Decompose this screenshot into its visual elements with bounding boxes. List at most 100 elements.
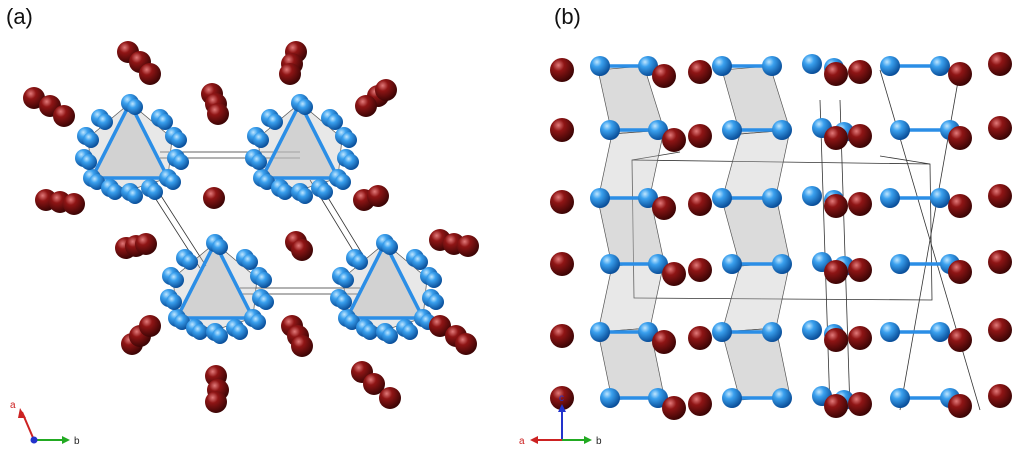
- red-atom: [848, 192, 872, 216]
- red-atom: [988, 116, 1012, 140]
- red-atom: [824, 194, 848, 218]
- blue-atom: [277, 184, 293, 200]
- blue-atom: [600, 388, 620, 408]
- atoms-a: [23, 41, 479, 413]
- blue-atom: [762, 188, 782, 208]
- blue-atom: [638, 322, 658, 342]
- red-atom: [688, 60, 712, 84]
- blue-atom: [722, 120, 742, 140]
- red-atom: [948, 328, 972, 352]
- red-atom: [662, 262, 686, 286]
- blue-atom: [648, 254, 668, 274]
- axis-c-point: [30, 436, 38, 444]
- red-atom: [367, 185, 389, 207]
- coordination-polyhedron: [721, 129, 791, 201]
- blue-atom: [97, 114, 113, 130]
- panel-a-label: (a): [6, 4, 33, 29]
- red-atom: [291, 239, 313, 261]
- blue-atom: [930, 322, 950, 342]
- red-atom: [848, 124, 872, 148]
- red-atom: [139, 315, 161, 337]
- blue-atom: [722, 254, 742, 274]
- blue-atom: [212, 328, 228, 344]
- red-atom: [662, 396, 686, 420]
- red-atom: [948, 260, 972, 284]
- blue-atom: [212, 239, 228, 255]
- axis-a-arrowhead: [18, 408, 26, 418]
- bond: [175, 242, 217, 319]
- blue-atom: [600, 120, 620, 140]
- red-atom: [948, 126, 972, 150]
- blue-atom: [712, 188, 732, 208]
- blue-atom: [712, 56, 732, 76]
- blue-atom: [638, 56, 658, 76]
- blue-atom: [352, 254, 368, 270]
- red-atom: [824, 126, 848, 150]
- blue-atom: [648, 388, 668, 408]
- blue-atom: [192, 324, 208, 340]
- blue-atom: [89, 174, 105, 190]
- red-atom: [550, 58, 574, 82]
- blue-atom: [772, 120, 792, 140]
- blue-atom: [382, 328, 398, 344]
- blue-atom: [250, 314, 266, 330]
- red-atom: [379, 387, 401, 409]
- axis-b-arrowhead: [62, 436, 70, 444]
- axis-a-arrowhead-b: [530, 436, 538, 444]
- blue-atom: [382, 239, 398, 255]
- blue-atom: [590, 322, 610, 342]
- blue-atom: [166, 294, 182, 310]
- red-atom: [355, 95, 377, 117]
- red-atom: [279, 63, 301, 85]
- red-atom: [139, 63, 161, 85]
- blue-atom: [590, 188, 610, 208]
- red-atom: [688, 326, 712, 350]
- red-atom: [988, 250, 1012, 274]
- blue-atom: [890, 120, 910, 140]
- red-atom: [824, 260, 848, 284]
- red-atom: [203, 187, 225, 209]
- blue-atom: [762, 56, 782, 76]
- red-atom: [53, 105, 75, 127]
- red-atom: [988, 384, 1012, 408]
- axis-b-label-b: b: [596, 436, 602, 447]
- blue-atom: [338, 272, 354, 288]
- blue-atom: [173, 154, 189, 170]
- blue-atom: [362, 324, 378, 340]
- red-atom: [457, 235, 479, 257]
- blue-atom: [83, 132, 99, 148]
- red-atom: [63, 193, 85, 215]
- red-atom: [988, 184, 1012, 208]
- bond: [128, 102, 170, 179]
- red-atom: [207, 103, 229, 125]
- blue-atom: [344, 314, 360, 330]
- red-atom: [291, 335, 313, 357]
- red-atom: [205, 391, 227, 413]
- bond: [213, 242, 255, 319]
- blue-atom: [890, 388, 910, 408]
- red-atom: [662, 128, 686, 152]
- blue-atom: [890, 254, 910, 274]
- red-atom: [848, 326, 872, 350]
- blue-atom: [930, 56, 950, 76]
- red-atom: [550, 386, 574, 410]
- blue-atom: [880, 188, 900, 208]
- red-atom: [824, 394, 848, 418]
- blue-atom: [638, 188, 658, 208]
- blue-atom: [242, 254, 258, 270]
- blue-atom: [335, 174, 351, 190]
- blue-atom: [880, 322, 900, 342]
- blue-atom: [343, 154, 359, 170]
- red-atom: [652, 330, 676, 354]
- red-atom: [652, 64, 676, 88]
- coordination-polyhedron: [597, 129, 665, 201]
- blue-atom: [772, 388, 792, 408]
- red-atom: [688, 392, 712, 416]
- red-atom: [363, 373, 385, 395]
- axis-c-arrowhead: [558, 404, 566, 412]
- red-atom: [988, 318, 1012, 342]
- blue-atom: [251, 154, 267, 170]
- blue-atom: [327, 114, 343, 130]
- blue-atom: [107, 184, 123, 200]
